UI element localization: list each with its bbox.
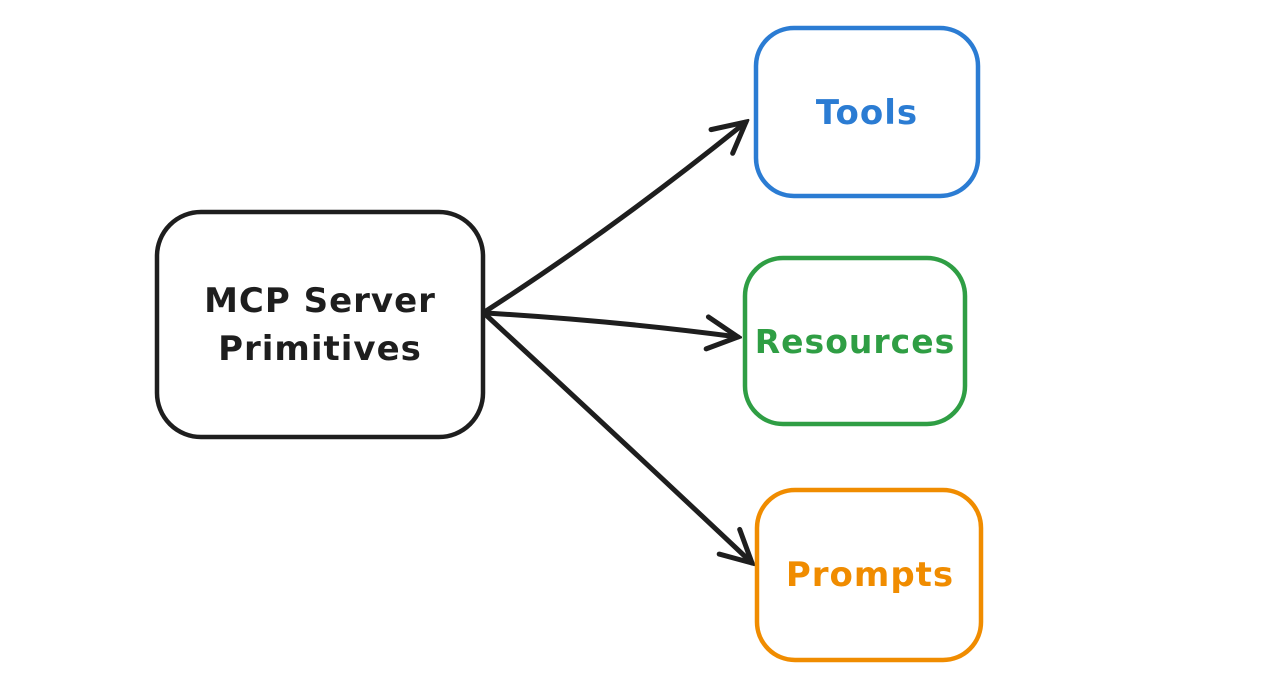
edge-mcp-to-prompts (483, 312, 752, 563)
node-tools-box (753, 25, 981, 199)
node-prompts: Prompts (754, 487, 984, 663)
node-tools-label: Tools (816, 93, 918, 133)
node-mcp-server-primitives-box (154, 209, 486, 440)
node-mcp-server-primitives: MCP Server Primitives (154, 209, 486, 440)
node-tools: Tools (753, 25, 981, 199)
node-resources: Resources (742, 255, 968, 427)
node-resources-box (742, 255, 968, 427)
node-prompts-box (754, 487, 984, 663)
edge-mcp-to-tools (483, 122, 746, 314)
node-mcp-server-primitives-label-line2: Primitives (218, 329, 422, 369)
edge-group (483, 122, 752, 563)
node-prompts-label: Prompts (786, 555, 954, 595)
edge-mcp-to-resources (483, 310, 738, 337)
node-resources-label: Resources (755, 322, 955, 361)
node-mcp-server-primitives-label-line1: MCP Server (204, 281, 436, 321)
